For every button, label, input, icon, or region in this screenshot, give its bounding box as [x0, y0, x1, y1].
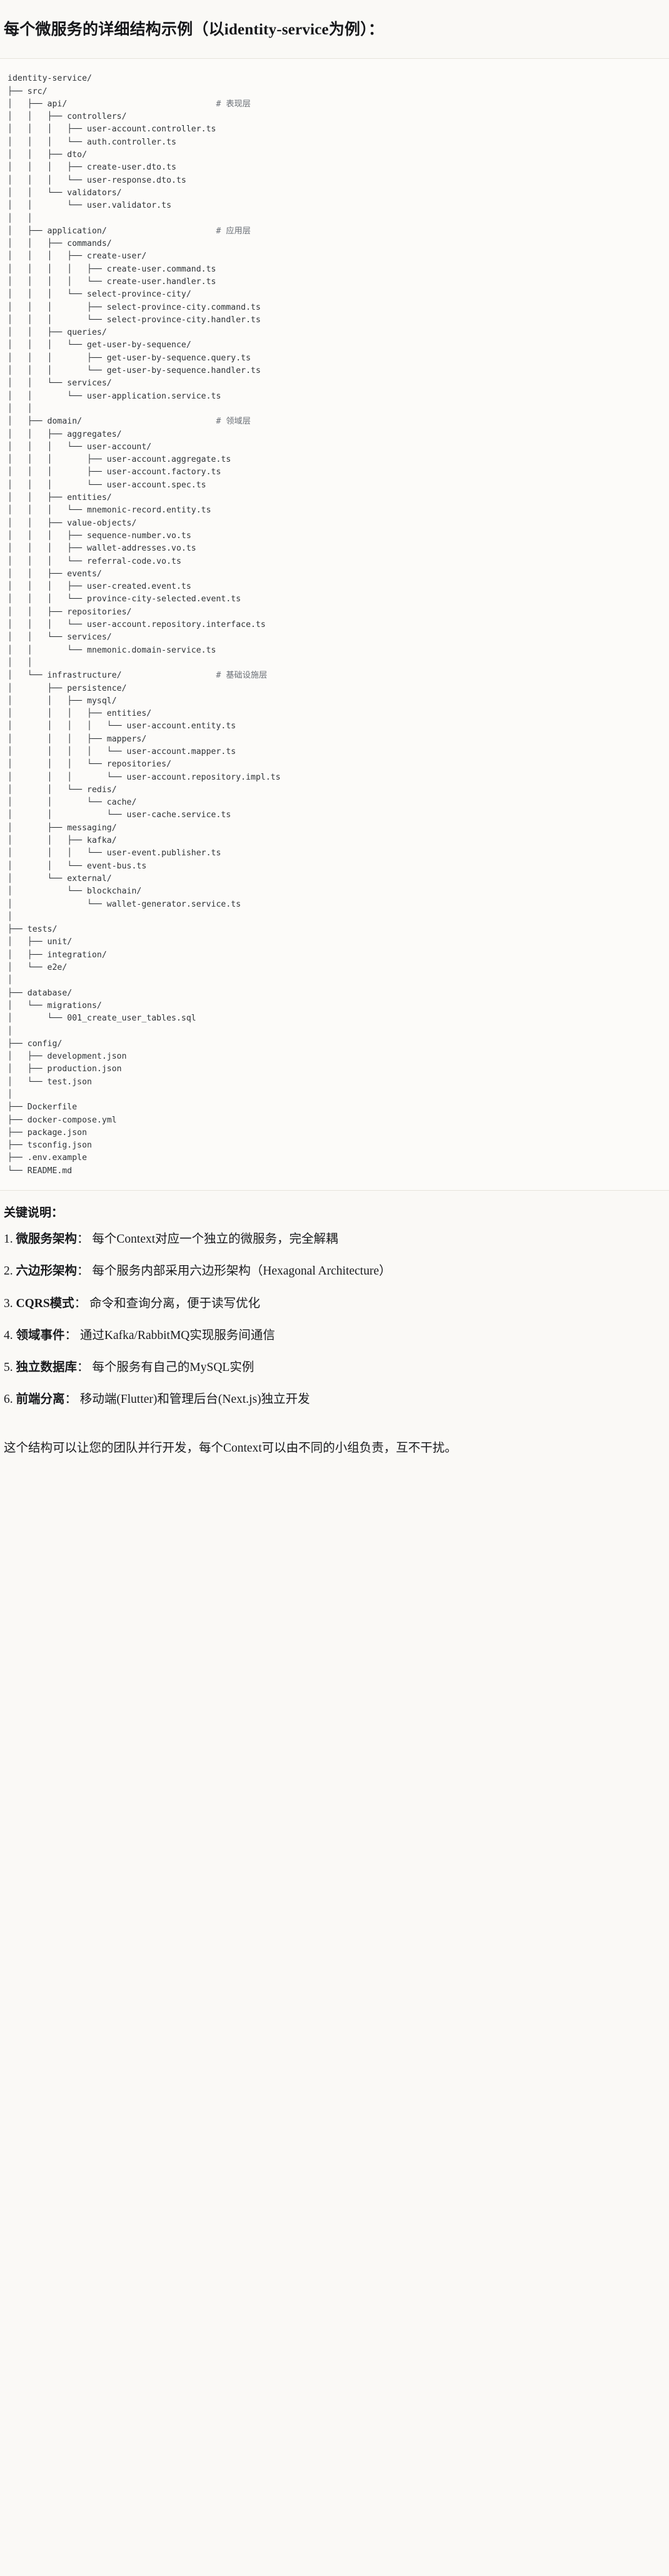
list-item: 2. 六边形架构： 每个服务内部采用六边形架构（Hexagonal Archit…: [4, 1262, 656, 1280]
directory-tree: identity-service/ ├── src/ │ ├── api/ # …: [8, 74, 281, 1176]
note-description: 每个服务有自己的MySQL实例: [92, 1361, 254, 1375]
note-key: 独立数据库: [16, 1361, 78, 1375]
note-number: 5.: [4, 1361, 13, 1375]
note-key: 六边形架构: [16, 1265, 78, 1278]
tree-layer-comment: # 基础设施层: [216, 671, 268, 681]
closing-paragraph: 这个结构可以让您的团队并行开发，每个Context可以由不同的小组负责，互不干扰…: [4, 1441, 457, 1455]
divider-bottom: [0, 1190, 669, 1191]
key-notes-list: 1. 微服务架构： 每个Context对应一个独立的微服务，完全解耦 2. 六边…: [4, 1230, 656, 1409]
note-description: 每个Context对应一个独立的微服务，完全解耦: [92, 1233, 338, 1246]
note-description: 命令和查询分离，便于读写优化: [89, 1296, 261, 1310]
list-item: 5. 独立数据库： 每个服务有自己的MySQL实例: [4, 1358, 656, 1377]
page-title: 每个微服务的详细结构示例（以identity-service为例）：: [4, 21, 385, 38]
list-item: 3. CQRS模式： 命令和查询分离，便于读写优化: [4, 1295, 656, 1313]
key-notes-heading: 关键说明：: [4, 1206, 64, 1220]
list-item: 6. 前端分离： 移动端(Flutter)和管理后台(Next.js)独立开发: [4, 1390, 656, 1408]
document-page: 每个微服务的详细结构示例（以identity-service为例）： ident…: [0, 10, 669, 1468]
divider-top: [0, 58, 669, 59]
note-separator: ：: [77, 1265, 89, 1278]
note-key: CQRS模式: [16, 1296, 74, 1310]
tree-layer-comment: # 表现层: [216, 99, 251, 109]
tree-layer-comment: # 领域层: [216, 417, 251, 427]
note-number: 2.: [4, 1265, 13, 1278]
list-item: 4. 领域事件： 通过Kafka/RabbitMQ实现服务间通信: [4, 1326, 656, 1345]
note-separator: ：: [64, 1328, 78, 1342]
note-description: 每个服务内部采用六边形架构（Hexagonal Architecture）: [92, 1265, 391, 1278]
key-notes-section: 关键说明： 1. 微服务架构： 每个Context对应一个独立的微服务，完全解耦…: [0, 1191, 669, 1429]
note-number: 3.: [4, 1296, 13, 1310]
note-separator: ：: [74, 1296, 87, 1310]
tree-layer-comment: # 应用层: [216, 226, 251, 236]
note-description: 通过Kafka/RabbitMQ实现服务间通信: [79, 1328, 275, 1342]
note-number: 1.: [4, 1233, 13, 1246]
directory-tree-block: identity-service/ ├── src/ │ ├── api/ # …: [0, 59, 669, 1191]
note-number: 6.: [4, 1393, 13, 1407]
note-separator: ：: [77, 1233, 89, 1246]
note-key: 前端分离: [16, 1393, 65, 1407]
note-number: 4.: [4, 1328, 13, 1342]
note-separator: ：: [77, 1361, 89, 1375]
note-key: 领域事件: [16, 1328, 65, 1342]
list-item: 1. 微服务架构： 每个Context对应一个独立的微服务，完全解耦: [4, 1230, 656, 1248]
note-description: 移动端(Flutter)和管理后台(Next.js)独立开发: [79, 1393, 310, 1407]
note-key: 微服务架构: [16, 1233, 78, 1246]
note-separator: ：: [64, 1393, 78, 1407]
